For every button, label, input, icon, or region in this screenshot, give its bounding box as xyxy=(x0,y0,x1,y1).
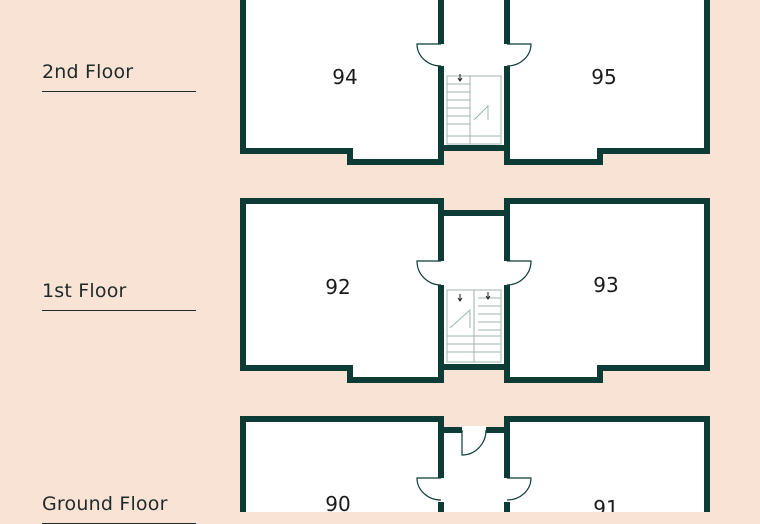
floor-plan: 94 95 92 93 xyxy=(240,0,710,512)
door-swing-icon xyxy=(506,260,532,286)
door-swing-icon xyxy=(416,477,442,501)
unit-number-95: 95 xyxy=(591,65,616,89)
floor-label-rule xyxy=(42,91,196,92)
unit-number-94: 94 xyxy=(332,65,357,89)
staircase-icon xyxy=(446,289,502,363)
door-gap xyxy=(504,44,510,66)
door-gap xyxy=(438,478,444,502)
floor-label-first: 1st Floor xyxy=(42,280,196,311)
door-gap xyxy=(504,261,510,285)
unit-95[interactable] xyxy=(504,0,710,165)
unit-90[interactable] xyxy=(240,416,444,512)
door-gap xyxy=(438,261,444,285)
door-swing-icon xyxy=(506,477,532,501)
unit-number-93: 93 xyxy=(593,273,618,297)
unit-93[interactable] xyxy=(504,198,710,383)
door-swing-icon xyxy=(416,43,442,67)
floor-plan-second: 94 95 xyxy=(240,0,710,165)
door-gap xyxy=(462,426,486,433)
floor-label-text: 2nd Floor xyxy=(42,61,134,83)
door-gap xyxy=(504,478,510,502)
stair-hall xyxy=(438,0,510,151)
unit-94[interactable] xyxy=(240,0,444,165)
floor-label-text: 1st Floor xyxy=(42,280,127,302)
door-swing-icon xyxy=(506,43,532,67)
entry-hall xyxy=(438,427,510,512)
floor-label-second: 2nd Floor xyxy=(42,61,196,92)
staircase-icon xyxy=(446,74,502,145)
floor-label-text: Ground Floor xyxy=(42,493,168,515)
unit-number-91: 91 xyxy=(593,496,618,512)
floor-plan-ground: 90 91 xyxy=(240,416,710,512)
front-door-swing-icon xyxy=(461,429,487,456)
door-swing-icon xyxy=(416,260,442,286)
floor-label-rule xyxy=(42,310,196,311)
unit-number-92: 92 xyxy=(325,275,350,299)
unit-number-90: 90 xyxy=(325,492,350,512)
unit-92[interactable] xyxy=(240,198,444,383)
door-gap xyxy=(438,44,444,66)
floor-plan-first: 92 93 xyxy=(240,198,710,383)
